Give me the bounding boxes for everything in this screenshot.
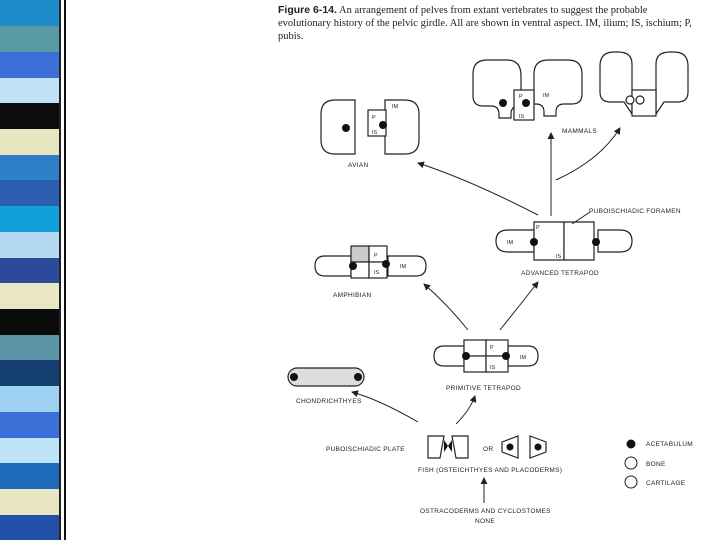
avian-im-label: IM	[392, 104, 399, 110]
stripe-block	[0, 0, 59, 27]
stripe-block	[0, 385, 59, 412]
caption-text: An arrangement of pelves from extant ver…	[278, 5, 692, 42]
arrow-advanced-to-mammals-2	[555, 127, 621, 181]
evolution-arrows	[351, 127, 621, 503]
adv-p-label: P	[536, 225, 540, 231]
chondrichthyes-label: CHONDRICHTHYES	[296, 398, 362, 405]
stripe-block	[0, 411, 59, 438]
fish-label: FISH (OSTEICHTHYES AND PLACODERMS)	[418, 467, 562, 474]
stripe-block	[0, 51, 59, 78]
avian-pelvis: P IS IM AVIAN	[320, 99, 420, 169]
avian-is-label: IS	[372, 130, 378, 136]
legend-bone-swatch	[624, 456, 638, 470]
figure-label: Figure 6-14.	[278, 4, 337, 16]
prim-is-label: IS	[490, 365, 496, 371]
adv-is-label: IS	[556, 254, 562, 260]
legend-bone-label: BONE	[646, 461, 666, 468]
legend-cartilage-label: CARTILAGE	[646, 480, 686, 487]
amphibian-pelvis: P IM IS AMPHIBIAN	[314, 245, 427, 299]
stripe-block	[0, 25, 59, 52]
stripe-block	[0, 77, 59, 104]
amph-im-label: IM	[400, 264, 407, 270]
mammal1-p-label: P	[519, 94, 523, 100]
stripe-block	[0, 308, 59, 335]
prim-im-label: IM	[520, 355, 527, 361]
ostracoderms-label-1: OSTRACODERMS AND CYCLOSTOMES	[420, 508, 551, 515]
foramen-pointer	[571, 211, 591, 225]
mammal1-im-label: IM	[543, 93, 550, 99]
figure-caption: Figure 6-14. An arrangement of pelves fr…	[278, 4, 698, 43]
stripe-block	[0, 231, 59, 258]
arrow-primitive-to-amphibian	[423, 283, 469, 331]
arrow-primitive-to-advanced	[499, 281, 539, 331]
mammal1-is-label: IS	[519, 114, 525, 120]
advanced-tetrapod-pelvis: P IM IS ADVANCED TETRAPOD	[495, 221, 633, 277]
fish-pelvis: PUBOISCHIADIC PLATE OR FISH (OSTEICHTHYE…	[326, 435, 562, 474]
mammals-label: MAMMALS	[562, 128, 597, 135]
primitive-tetrapod-pelvis: P IM IS PRIMITIVE TETRAPOD	[433, 339, 539, 392]
adv-im-label: IM	[507, 240, 514, 246]
arrow-fish-to-chondrichthyes	[351, 390, 419, 423]
stripe-block	[0, 488, 59, 515]
stripe-block	[0, 514, 59, 540]
advanced-tetrapod-label: ADVANCED TETRAPOD	[521, 270, 599, 277]
stripe-block	[0, 180, 59, 207]
legend: ACETABULUM BONE CARTILAGE	[624, 439, 693, 489]
stripe-block	[0, 462, 59, 490]
legend-acetabulum-label: ACETABULUM	[646, 441, 693, 448]
stripe-block	[0, 282, 59, 310]
legend-cartilage-swatch	[624, 475, 638, 489]
prim-p-label: P	[490, 345, 494, 351]
chondrichthyes-pelvis: CHONDRICHTHYES	[287, 367, 365, 405]
stripe-block	[0, 360, 59, 387]
stripe-block	[0, 205, 59, 232]
amph-p-label: P	[374, 253, 378, 259]
amph-is-label: IS	[374, 270, 380, 276]
decorative-stripe	[0, 0, 66, 540]
arrow-advanced-to-avian	[417, 161, 539, 216]
or-label: OR	[483, 446, 493, 453]
primitive-tetrapod-label: PRIMITIVE TETRAPOD	[446, 385, 521, 392]
stripe-block	[0, 128, 59, 155]
arrow-fish-to-primitive	[455, 395, 477, 425]
stripe-block	[0, 257, 59, 284]
mammal-pelvis-1: P IS IM	[472, 59, 583, 121]
amphibian-label: AMPHIBIAN	[333, 292, 371, 299]
ostracoderms-label-2: NONE	[475, 518, 495, 525]
stripe-block	[0, 437, 59, 464]
stripe-block	[0, 334, 59, 361]
puboischiadic-plate-label: PUBOISCHIADIC PLATE	[326, 446, 405, 453]
avian-label: AVIAN	[348, 162, 369, 169]
stripe-block	[0, 102, 59, 130]
mammal-pelvis-2	[599, 51, 689, 117]
stripe-block	[0, 154, 59, 181]
puboischiadic-foramen-label: PUBOISCHIADIC FORAMEN	[589, 208, 681, 215]
avian-p-label: P	[372, 115, 376, 121]
legend-acetabulum-swatch	[626, 439, 636, 449]
